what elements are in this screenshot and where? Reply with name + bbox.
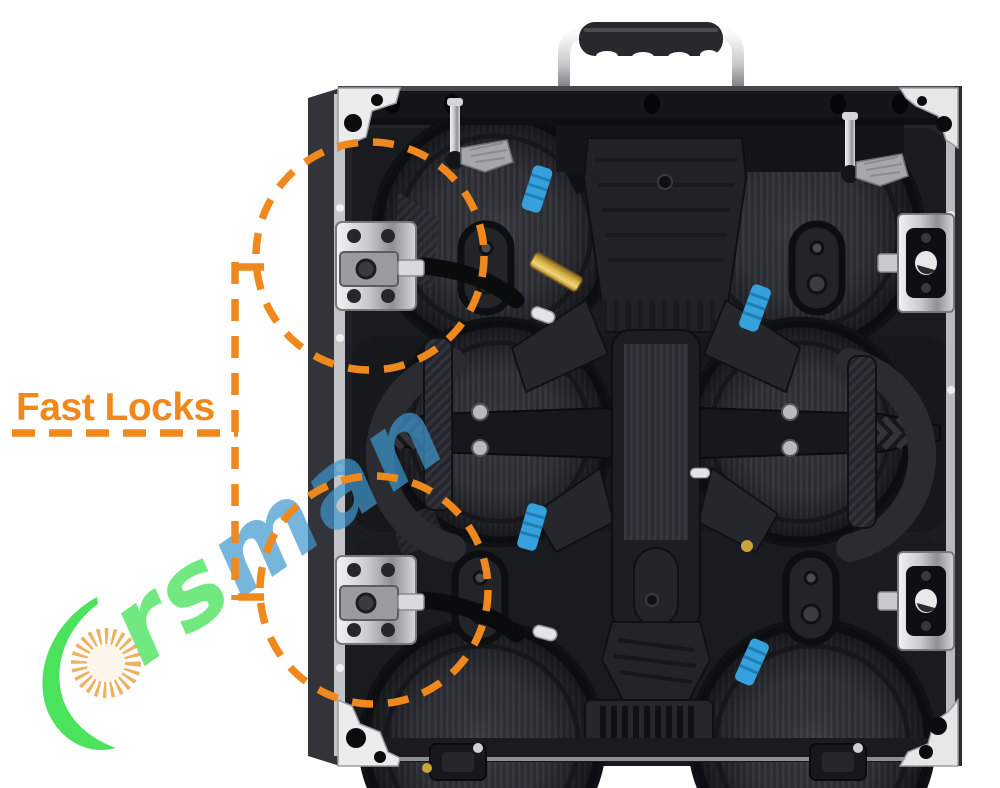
annotation-fast-locks: Fast Locks — [12, 138, 492, 708]
corner-bracket-bottom-left — [337, 698, 401, 767]
panel-photo — [308, 22, 962, 788]
left-rail — [334, 94, 345, 756]
fast-lock-left-bottom — [334, 554, 426, 646]
annotation-circle-bottom — [256, 472, 492, 708]
top-frame — [338, 86, 960, 125]
oval-plate-top-right — [792, 224, 842, 312]
gold-connector — [529, 252, 583, 292]
central-spine — [510, 120, 904, 757]
bottom-latch-left — [429, 742, 487, 781]
bottom-latch-right — [809, 742, 867, 781]
watermark-swoosh — [42, 597, 117, 751]
grab-handle-left — [365, 348, 466, 562]
annotation-circle-top — [252, 138, 488, 374]
grab-handle-right — [836, 348, 937, 562]
handle-grip — [579, 22, 723, 56]
watermark-sunburst — [71, 628, 141, 698]
right-rail — [946, 108, 957, 748]
gold-pin — [741, 540, 753, 552]
fast-lock-left-top — [334, 220, 426, 312]
oval-plate-bottom-right — [786, 554, 836, 642]
corner-bracket-bottom-right — [898, 697, 959, 767]
panel-side-edge — [308, 88, 340, 766]
fast-locks-label: Fast Locks — [16, 386, 215, 429]
